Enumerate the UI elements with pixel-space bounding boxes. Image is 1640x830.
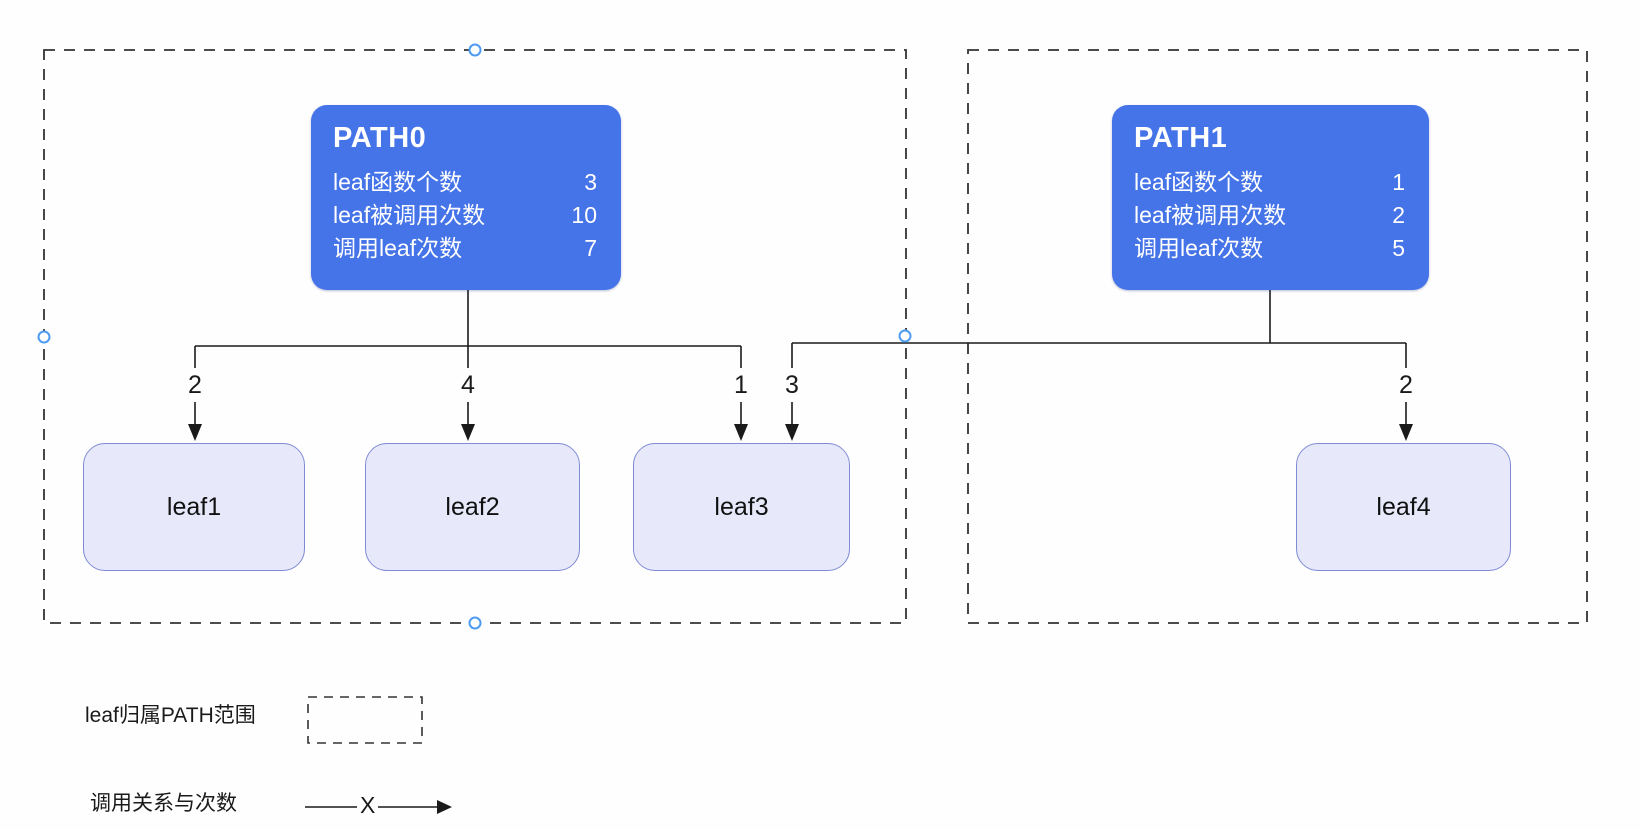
legend-arrowhead [437, 800, 452, 814]
arrowhead-leaf1 [188, 424, 202, 441]
legend-call-label: 调用关系与次数 [90, 792, 237, 815]
stat-value: 1 [1392, 169, 1405, 195]
stat-label: leaf被调用次数 [1134, 202, 1287, 228]
stat-row: 调用leaf次数 7 [333, 232, 597, 265]
legend-arrow-x-symbol: X [357, 791, 379, 819]
path0-box[interactable]: PATH0 leaf函数个数 3 leaf被调用次数 10 调用leaf次数 7 [311, 105, 621, 290]
path0-title: PATH0 [333, 122, 427, 154]
edge-count-path0-leaf2[interactable]: 4 [453, 368, 483, 402]
edge-count-path0-leaf1[interactable]: 2 [180, 368, 210, 402]
stat-label: 调用leaf次数 [1134, 235, 1264, 261]
arrowhead-leaf3-left [734, 424, 748, 441]
path1-stats: leaf函数个数 1 leaf被调用次数 2 调用leaf次数 5 [1134, 166, 1405, 265]
edge-count-path1-leaf3[interactable]: 3 [777, 368, 807, 402]
stat-value: 5 [1392, 235, 1405, 261]
stat-row: 调用leaf次数 5 [1134, 232, 1405, 265]
stat-label: leaf函数个数 [333, 169, 463, 195]
connection-handle-right[interactable] [898, 329, 912, 343]
edge-count-path0-leaf3[interactable]: 1 [726, 368, 756, 402]
leaf1-box[interactable]: leaf1 [83, 443, 305, 571]
stat-label: leaf被调用次数 [333, 202, 486, 228]
leaf2-box[interactable]: leaf2 [365, 443, 580, 571]
path1-range-dashed-rect[interactable] [967, 49, 1588, 624]
stat-value: 2 [1392, 202, 1405, 228]
path1-box[interactable]: PATH1 leaf函数个数 1 leaf被调用次数 2 调用leaf次数 5 [1112, 105, 1429, 290]
edge-count-path1-leaf4[interactable]: 2 [1391, 368, 1421, 402]
stat-row: leaf函数个数 1 [1134, 166, 1405, 199]
arrowhead-leaf3-right [785, 424, 799, 441]
connection-handle-bottom[interactable] [468, 616, 482, 630]
leaf4-box[interactable]: leaf4 [1296, 443, 1511, 571]
legend-dashed-rect-sample [307, 696, 423, 744]
arrowhead-leaf4 [1399, 424, 1413, 441]
stat-label: leaf函数个数 [1134, 169, 1264, 195]
arrowhead-leaf2 [461, 424, 475, 441]
stat-row: leaf被调用次数 2 [1134, 199, 1405, 232]
stat-label: 调用leaf次数 [333, 235, 463, 261]
connection-handle-left[interactable] [37, 330, 51, 344]
stat-value: 10 [571, 202, 597, 228]
stat-value: 3 [584, 169, 597, 195]
connection-handle-top[interactable] [468, 43, 482, 57]
path0-stats: leaf函数个数 3 leaf被调用次数 10 调用leaf次数 7 [333, 166, 597, 265]
stat-value: 7 [584, 235, 597, 261]
leaf3-box[interactable]: leaf3 [633, 443, 850, 571]
stat-row: leaf函数个数 3 [333, 166, 597, 199]
legend-range-label: leaf归属PATH范围 [85, 704, 256, 727]
path1-title: PATH1 [1134, 122, 1228, 154]
stat-row: leaf被调用次数 10 [333, 199, 597, 232]
